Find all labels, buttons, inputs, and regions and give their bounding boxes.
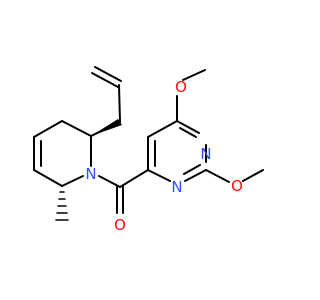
bond-c3-c4 [33, 120, 63, 138]
atom-label-n-ring: N [85, 165, 96, 183]
molecule-canvas: O N N O O N [33, 66, 264, 234]
bond-c5-c6-pyr [147, 120, 178, 138]
methoxy-right [205, 169, 264, 183]
tetrahydropyridine-ring [33, 120, 92, 187]
bond-c5-c6 [33, 169, 63, 187]
methoxy-top [176, 69, 206, 122]
bond-c6-n [61, 175, 84, 187]
pyrimidine-ring [147, 120, 207, 182]
bond-c2-c3 [61, 120, 92, 137]
bond-vinyl-ch2 [118, 84, 121, 123]
bond-c6-n1-inner [179, 127, 197, 138]
atom-o-top: O [175, 78, 187, 96]
atom-o-carbonyl: O [114, 216, 126, 234]
atom-label-o-right: O [231, 177, 243, 195]
atom-label-n3: N [171, 178, 182, 196]
atom-label-o-carbonyl: O [114, 216, 126, 234]
stereo-wedge-allyl [91, 119, 122, 136]
atom-n3: N [171, 178, 182, 196]
atom-label-n1: N [200, 145, 211, 163]
atom-o-right: O [231, 177, 243, 195]
bond-vinyl-double-inner [94, 66, 122, 82]
bond-c2-n3-inner [183, 164, 201, 175]
bond-n3-c4 [147, 169, 171, 182]
atom-n-ring: N [85, 165, 96, 183]
bond-carbonyl-pyrimidine [119, 169, 149, 188]
bond-o-ch3-right [242, 169, 264, 182]
bond-c6-n1 [176, 120, 200, 134]
stereo-hash-methyl [55, 191, 69, 221]
amide-group [98, 169, 149, 214]
atom-label-o-top: O [175, 78, 187, 96]
bond-c2-n3 [184, 169, 207, 182]
atom-n1: N [200, 145, 211, 163]
bond-n-carbonyl [98, 175, 121, 188]
bond-vinyl-double [91, 72, 119, 88]
bond-o-ch3-top [182, 69, 206, 81]
bond-c2-o-right [205, 169, 230, 183]
structure-diagram: O N N O O N [33, 66, 264, 234]
